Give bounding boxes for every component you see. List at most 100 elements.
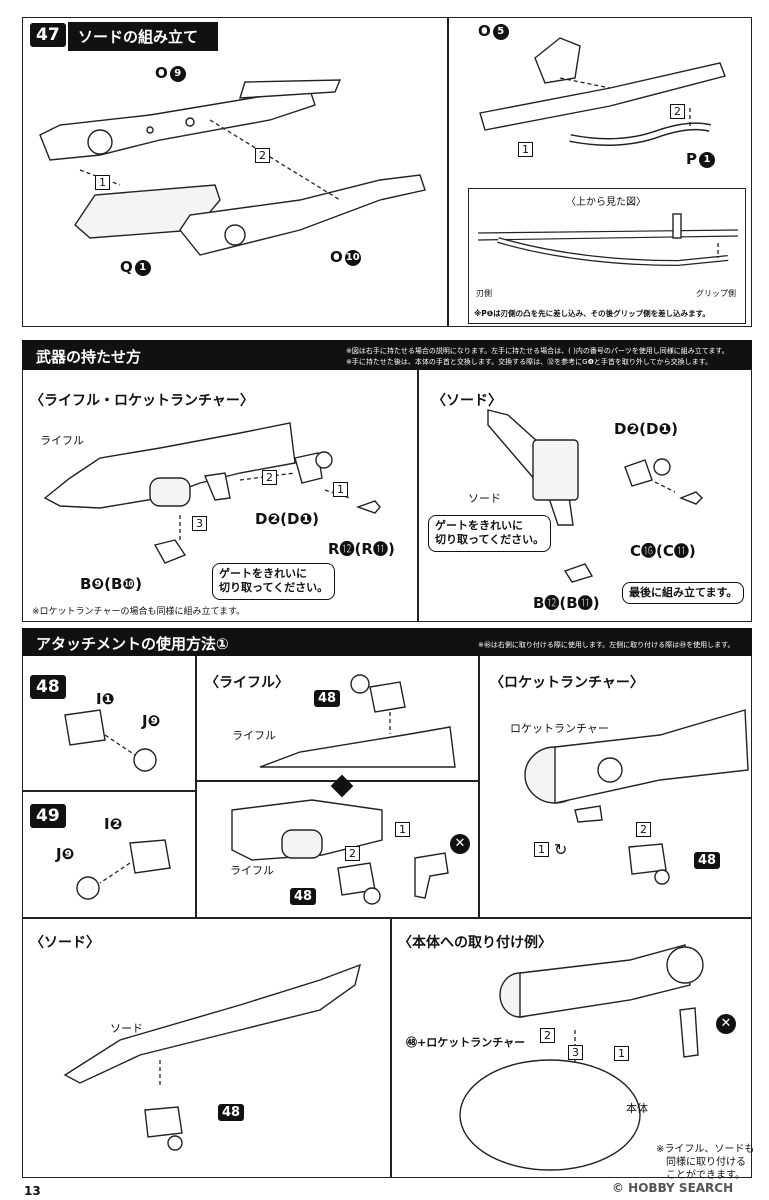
sword-label: ソード bbox=[468, 492, 501, 505]
sword-callout-line2: 切り取ってください。 bbox=[435, 533, 545, 547]
top-view-title: 〈上から見た図〉 bbox=[566, 197, 646, 208]
sword-hand-illustration bbox=[624, 458, 676, 493]
sword-assembly-illustration bbox=[479, 37, 726, 146]
r12-part-illustration bbox=[355, 500, 381, 514]
rifle-launcher-title: 〈ライフル・ロケットランチャー〉 bbox=[30, 393, 254, 409]
rifle-step1-box: 1 bbox=[333, 482, 348, 497]
step48-number: 48 bbox=[30, 675, 66, 699]
top-view-note: ※P❶は刃側の凸を先に差し込み、その後グリップ側を差し込みます。 bbox=[474, 309, 710, 318]
right-step1-box: 1 bbox=[518, 142, 533, 157]
frame-o10-illustration bbox=[179, 174, 426, 256]
rifle-part-b: B❾(B❿) bbox=[80, 575, 142, 593]
body-note-1: ※ライフル、ソードも bbox=[656, 1144, 755, 1155]
step48-part-j: J❾ bbox=[142, 712, 161, 730]
attachment-note: ※㊽は右側に取り付ける際に使用します。左側に取り付ける際は㊾を使用します。 bbox=[478, 641, 735, 649]
rifle-part-d: D❷(D❶) bbox=[255, 510, 320, 528]
bottom-divider bbox=[390, 918, 392, 1178]
weapons-bar-title: 武器の持たせ方 bbox=[36, 348, 142, 366]
launcher-illustration bbox=[524, 709, 749, 823]
body-attach-illustration bbox=[459, 944, 704, 1171]
rifle-attach-title: 〈ライフル〉 bbox=[205, 675, 289, 691]
rifle-step2-box: 2 bbox=[262, 470, 277, 485]
top-view-illustration bbox=[477, 213, 739, 267]
rifle-hand-parts-illustration bbox=[153, 515, 187, 564]
sword-final-callout: 最後に組み立てます。 bbox=[622, 582, 745, 605]
sword-attach-tag: 48 bbox=[218, 1104, 245, 1121]
rifle-attach-detail-illustration bbox=[231, 799, 383, 861]
step47-step1-box: 1 bbox=[95, 175, 110, 190]
attachment-divider-2 bbox=[478, 656, 480, 918]
sword-gate-callout: ゲートをきれいに 切り取ってください。 bbox=[428, 515, 552, 552]
step49-illustration bbox=[76, 839, 171, 900]
sword-part-d: D❷(D❶) bbox=[614, 420, 679, 438]
attachment-divider-1 bbox=[195, 656, 197, 918]
launcher-step1-box: 1 bbox=[534, 842, 549, 857]
rifle-attach-label-1: ライフル bbox=[232, 729, 276, 742]
sword-part-b: B⓬(B⓫) bbox=[533, 594, 600, 612]
step49-part-j: J❾ bbox=[56, 845, 75, 863]
body-close-x-icon: ✕ bbox=[716, 1014, 736, 1034]
launcher-title: 〈ロケットランチャー〉 bbox=[490, 675, 644, 691]
body-note-2: 同様に取り付ける bbox=[666, 1157, 746, 1168]
step49-part-i: I❷ bbox=[104, 815, 123, 833]
attachment-bar-title: アタッチメントの使用方法① bbox=[36, 635, 229, 653]
rifle-callout-line2: 切り取ってください。 bbox=[219, 581, 329, 595]
rifle-callout-line1: ゲートをきれいに bbox=[219, 567, 307, 580]
sword-holding-illustration bbox=[487, 409, 579, 526]
sword-part-c: C⓰(C⓫) bbox=[630, 542, 696, 560]
step47-number: 47 bbox=[30, 23, 66, 47]
rifle-attach-tag-2: 48 bbox=[290, 888, 317, 905]
rifle-step3-box: 3 bbox=[192, 516, 207, 531]
sword-holding-title: 〈ソード〉 bbox=[432, 393, 502, 409]
rifle-attach-step2-box: 2 bbox=[345, 846, 360, 861]
sword-attach-illustration bbox=[63, 963, 362, 1085]
grip-side-label: グリップ側 bbox=[696, 289, 736, 298]
rotate-arrow-icon: ↻ bbox=[554, 840, 568, 859]
rifle-label: ライフル bbox=[40, 434, 84, 447]
sword-attach-label: ソード bbox=[110, 1022, 143, 1035]
body-note-3: ことができます。 bbox=[666, 1170, 745, 1181]
body-attach-tag-label: ㊽+ロケットランチャー bbox=[406, 1036, 526, 1049]
blade-side-label: 刃側 bbox=[476, 289, 492, 298]
body-attach-title: 〈本体への取り付け例〉 bbox=[398, 935, 552, 951]
right-step2-box: 2 bbox=[670, 104, 685, 119]
watermark: © HOBBY SEARCH bbox=[612, 1181, 734, 1195]
sword-attach-part-illustration bbox=[144, 1106, 183, 1151]
step47-guide-lines bbox=[79, 119, 341, 201]
launcher-label: ロケットランチャー bbox=[510, 722, 609, 735]
step48-part-i: I❶ bbox=[96, 690, 115, 708]
body-step2-box: 2 bbox=[540, 1028, 555, 1043]
top-view-inset bbox=[468, 188, 746, 324]
weapons-note-2: ※手に持たせた後は、本体の手首と交換します。交換する際は、㉜を参考にG❹と手首を… bbox=[346, 358, 712, 366]
launcher-step2-box: 2 bbox=[636, 822, 651, 837]
rifle-attach-illustration bbox=[259, 674, 456, 768]
body-label: 本体 bbox=[626, 1102, 648, 1115]
launcher-attachment-illustration bbox=[628, 843, 670, 885]
sword-attach-title: 〈ソード〉 bbox=[30, 935, 100, 951]
sword-c-part-illustration bbox=[679, 491, 703, 505]
rifle-holding-illustration bbox=[43, 422, 351, 509]
rifle-attach-parts-illustration bbox=[337, 852, 449, 905]
rifle-gate-callout: ゲートをきれいに 切り取ってください。 bbox=[212, 563, 336, 600]
weapons-divider bbox=[417, 370, 419, 622]
sword-frame-illustration bbox=[39, 79, 342, 161]
rifle-part-r: R⓬(R⓫) bbox=[328, 540, 395, 558]
rifle-attach-step1-box: 1 bbox=[395, 822, 410, 837]
body-step3-box: 3 bbox=[568, 1045, 583, 1060]
launcher-tag: 48 bbox=[694, 852, 721, 869]
weapons-note-1: ※図は右手に持たせる場合の説明になります。左手に持たせる場合は、( )内の番号の… bbox=[346, 347, 729, 355]
body-step1-box: 1 bbox=[614, 1046, 629, 1061]
close-x-icon: ✕ bbox=[450, 834, 470, 854]
step47-panel bbox=[22, 17, 448, 327]
rifle-attach-tag: 48 bbox=[314, 690, 341, 707]
rifle-footnote: ※ロケットランチャーの場合も同様に組み立てます。 bbox=[32, 607, 246, 617]
rifle-attach-label-2: ライフル bbox=[230, 864, 274, 877]
attachment-divider-3 bbox=[22, 790, 195, 792]
step49-number: 49 bbox=[30, 804, 66, 828]
step48-illustration bbox=[64, 709, 157, 772]
